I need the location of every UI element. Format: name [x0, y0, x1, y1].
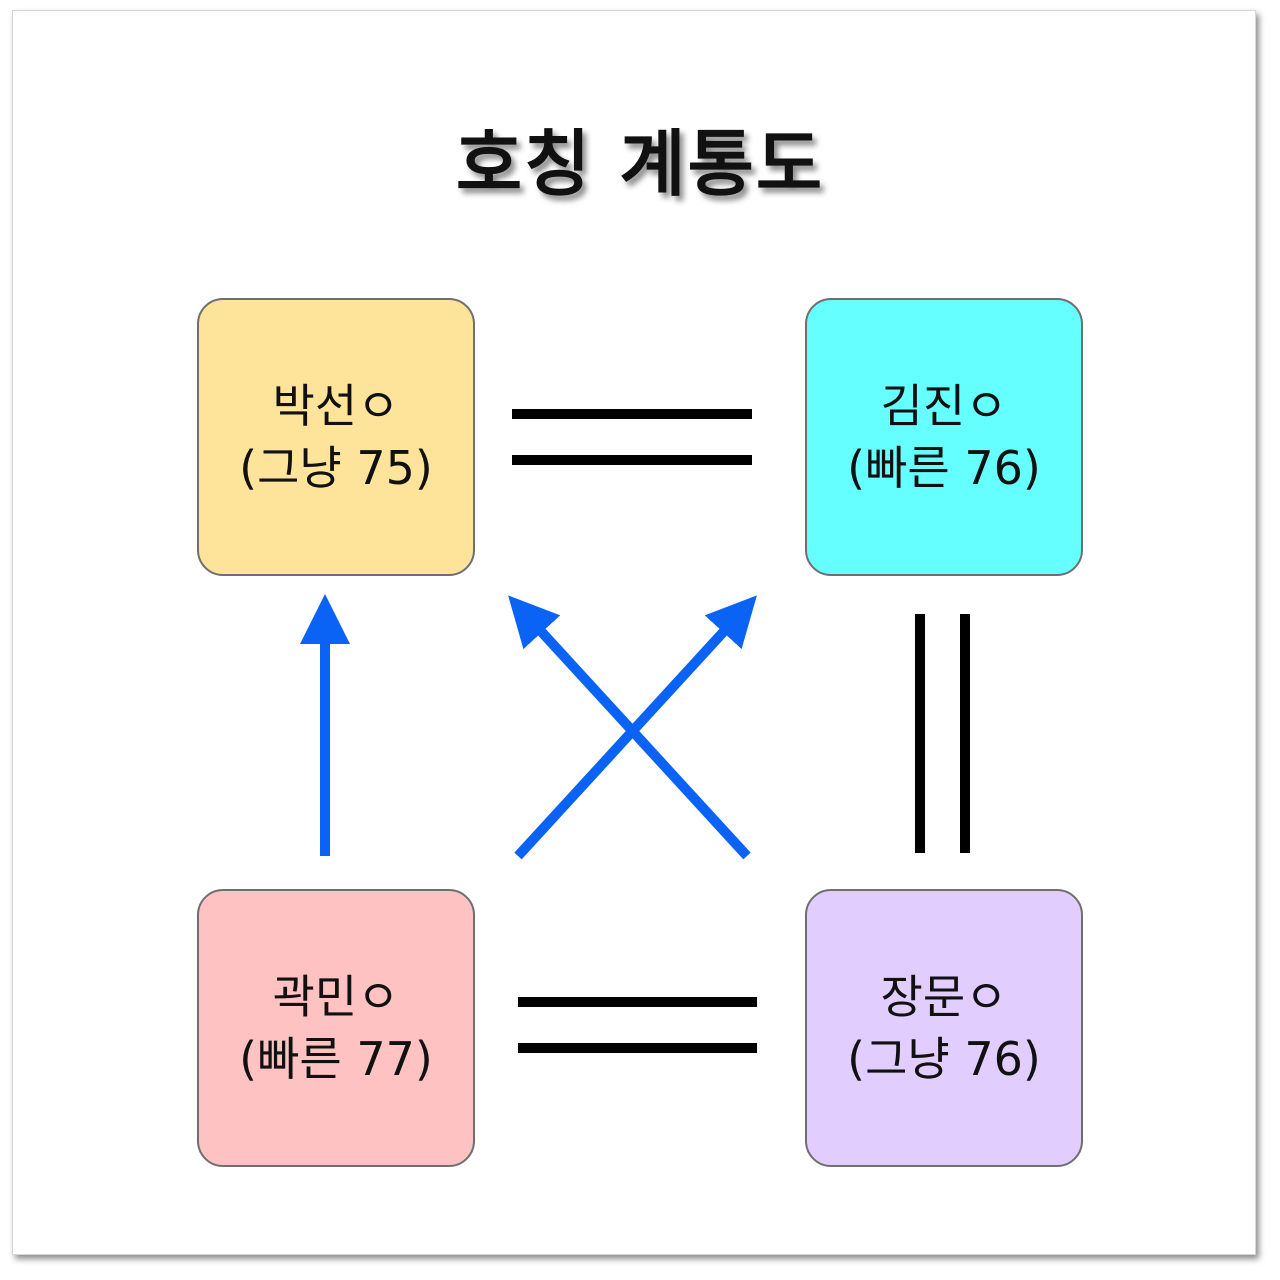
equal-sign-top [512, 409, 752, 465]
node-name: 김진ㅇ [880, 379, 1008, 433]
node-note: (그냥 76) [847, 1032, 1041, 1086]
node-top-right: 김진ㅇ (빠른 76) [805, 298, 1083, 576]
node-note: (빠른 77) [239, 1032, 433, 1086]
node-name: 장문ㅇ [880, 970, 1008, 1024]
arrow-diagonal-to-top-left [508, 595, 751, 860]
node-name: 곽민ㅇ [272, 970, 400, 1024]
node-note: (그냥 75) [239, 441, 433, 495]
node-bottom-left: 곽민ㅇ (빠른 77) [197, 889, 475, 1167]
node-note: (빠른 76) [847, 441, 1041, 495]
arrow-diagonal-to-top-right [514, 595, 757, 860]
node-bottom-right: 장문ㅇ (그냥 76) [805, 889, 1083, 1167]
node-top-left: 박선ㅇ (그냥 75) [197, 298, 475, 576]
node-name: 박선ㅇ [272, 379, 400, 433]
diagram-title: 호칭 계통도 [455, 122, 825, 206]
equal-sign-right [915, 614, 970, 853]
equal-sign-bottom [518, 997, 757, 1053]
